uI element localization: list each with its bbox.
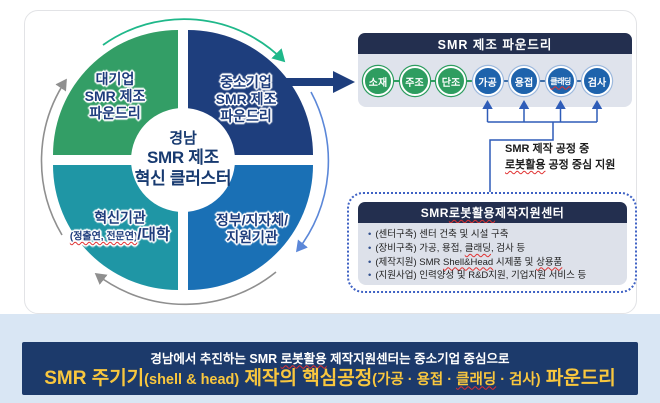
process-step-material: 소재	[363, 66, 393, 96]
support-bullet-1: (센터구축) 센터 건축 및 시설 구축	[368, 228, 619, 242]
process-step-casting: 주조	[399, 66, 430, 96]
support-bullet-4: (지원사업) 인력양성 및 R&D지원, 기업지원 서비스 등	[368, 269, 619, 283]
support-center-title: SMR 로봇활용 제작지원센터	[358, 202, 627, 223]
step-connector-dash	[466, 80, 472, 82]
quadrant-label-sme: 중소기업 SMR 제조 파운드리	[215, 73, 277, 124]
note-line-2: 로봇활용 공정 중심 지원	[505, 158, 616, 171]
step-connector-dash	[393, 80, 399, 82]
process-step-forging: 단조	[436, 66, 466, 96]
support-bullet-3: (제작지원) SMR Shell&Head 시제품 및 상용품	[368, 256, 619, 270]
robot-support-note: SMR 제작 공정 중 로봇활용 공정 중심 지원	[505, 142, 615, 174]
step-connector-dash	[576, 80, 582, 82]
process-step-cladding: 클래딩	[545, 66, 576, 96]
process-step-machining: 가공	[472, 66, 503, 96]
process-step-welding: 용접	[509, 66, 539, 96]
center-line-3: 혁신 클러스터	[134, 169, 232, 189]
center-line-1: 경남	[169, 130, 197, 148]
center-line-2: SMR 제조	[147, 148, 219, 168]
step-connector-dash	[430, 80, 436, 82]
support-bullet-2: (장비구축) 가공, 용접, 클래딩, 검사 등	[368, 242, 619, 256]
summary-banner: 경남에서 추진하는 SMR 로봇활용 제작지원센터는 중소기업 중심으로 SMR…	[22, 342, 638, 395]
step-connector-dash	[539, 80, 545, 82]
step-connector-dash	[503, 80, 509, 82]
quadrant-label-government: 정부/지자체/ 지원기관	[215, 212, 289, 245]
note-line-1: SMR 제작 공정 중	[505, 143, 590, 155]
support-center-header: SMR 로봇활용 제작지원센터	[358, 202, 627, 223]
banner-line-2: SMR 주기기(shell & head) 제작의 핵심공정(가공 · 용접 ·…	[44, 367, 616, 389]
quadrant-label-large-enterprise: 대기업 SMR 제조 파운드리	[84, 70, 146, 121]
support-center-body: (센터구축) 센터 건축 및 시설 구축 (장비구축) 가공, 용접, 클래딩,…	[358, 223, 627, 285]
cluster-center: 경남 SMR 제조 혁신 클러스터	[131, 108, 235, 212]
foundry-box-title: SMR 제조 파운드리	[358, 33, 632, 54]
banner-line-1: 경남에서 추진하는 SMR 로봇활용 제작지원센터는 중소기업 중심으로	[150, 351, 510, 366]
process-step-inspection: 검사	[582, 66, 612, 96]
quadrant-label-innovation-orgs: 혁신기관 (정출연, 전문연)/대학	[69, 209, 171, 244]
